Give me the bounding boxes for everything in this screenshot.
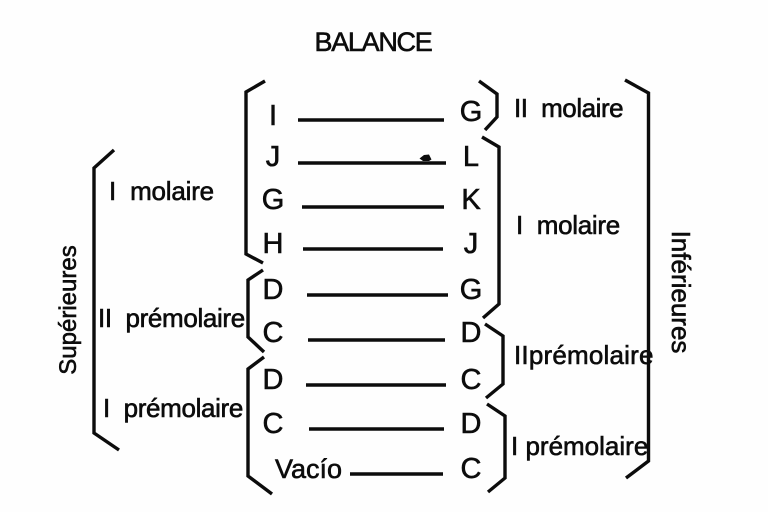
svg-text:D: D bbox=[263, 364, 284, 396]
svg-text:L: L bbox=[463, 141, 479, 173]
svg-text:J: J bbox=[266, 141, 281, 173]
svg-text:Supérieures: Supérieures bbox=[55, 245, 82, 374]
svg-text:Vacío: Vacío bbox=[275, 454, 342, 484]
svg-text:C: C bbox=[263, 317, 284, 349]
svg-text:I molaire: I molaire bbox=[109, 176, 214, 206]
svg-text:I prémolaire: I prémolaire bbox=[511, 431, 648, 461]
svg-text:C: C bbox=[461, 453, 482, 485]
svg-text:D: D bbox=[263, 274, 284, 306]
svg-text:D: D bbox=[461, 317, 482, 349]
svg-text:C: C bbox=[461, 364, 482, 396]
svg-text:G: G bbox=[262, 184, 285, 216]
svg-text:G: G bbox=[460, 274, 483, 306]
svg-text:J: J bbox=[464, 228, 479, 260]
svg-text:I molaire: I molaire bbox=[516, 210, 620, 240]
svg-text:Inférieures: Inférieures bbox=[666, 231, 696, 354]
svg-text:IIprémolaire: IIprémolaire bbox=[514, 340, 654, 370]
svg-text:I prémolaire: I prémolaire bbox=[103, 393, 243, 423]
svg-text:II molaire: II molaire bbox=[514, 93, 623, 123]
svg-text:G: G bbox=[460, 96, 483, 128]
svg-text:I: I bbox=[269, 100, 277, 132]
svg-text:K: K bbox=[461, 184, 481, 216]
svg-text:C: C bbox=[263, 408, 284, 440]
svg-text:H: H bbox=[263, 228, 284, 260]
svg-text:II prémolaire: II prémolaire bbox=[98, 303, 245, 333]
svg-text:BALANCE: BALANCE bbox=[315, 27, 432, 57]
svg-text:D: D bbox=[461, 408, 482, 440]
